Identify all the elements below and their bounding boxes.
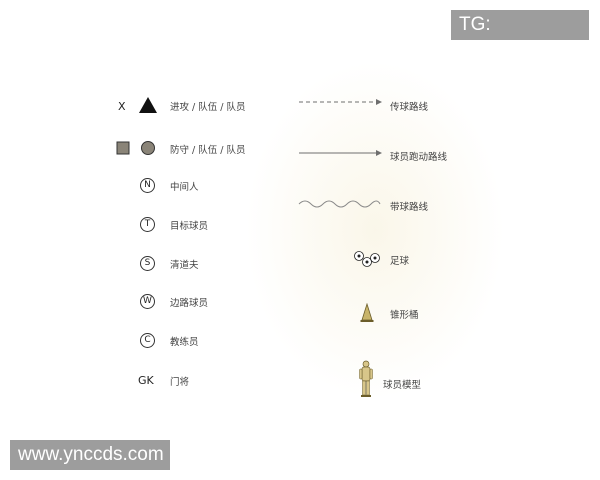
winger-label: 边路球员 xyxy=(170,298,209,309)
defense-label: 防守 / 队伍 / 队员 xyxy=(170,145,246,156)
attack-label: 进攻 / 队伍 / 队员 xyxy=(170,102,246,113)
soccer-balls-icon xyxy=(354,251,380,267)
run-route-label: 球员跑动路线 xyxy=(390,152,448,163)
mannequin-label: 球员模型 xyxy=(383,380,422,391)
circled-w-icon: W xyxy=(140,294,155,309)
watermark-top-right: TG: MYYJJPP xyxy=(451,10,589,65)
mannequin-icon xyxy=(359,360,373,397)
cone-icon xyxy=(360,303,374,322)
dashed-arrow-icon xyxy=(299,99,382,105)
circled-s-icon: S xyxy=(140,256,155,271)
circle-icon xyxy=(141,141,155,155)
goalkeeper-label: 门将 xyxy=(170,377,190,388)
gk-symbol: GK xyxy=(138,374,154,387)
coach-label: 教练员 xyxy=(170,337,199,348)
ball-label: 足球 xyxy=(390,256,410,267)
dribble-route-label: 带球路线 xyxy=(390,202,429,213)
square-icon xyxy=(116,141,130,155)
triangle-icon xyxy=(139,97,157,113)
target-player-label: 目标球员 xyxy=(170,221,209,232)
circled-c-icon: C xyxy=(140,333,155,348)
wavy-line-icon xyxy=(298,200,381,208)
attack-x-symbol: X xyxy=(118,100,126,113)
circled-n-icon: N xyxy=(140,178,155,193)
background-glow xyxy=(245,60,505,400)
circled-t-icon: T xyxy=(140,217,155,232)
solid-arrow-icon xyxy=(299,150,382,156)
cone-label: 锥形桶 xyxy=(390,310,419,321)
sweeper-label: 清道夫 xyxy=(170,260,199,271)
watermark-bottom-left: www.ynccds.com xyxy=(10,440,170,470)
pass-route-label: 传球路线 xyxy=(390,102,429,113)
middleman-label: 中间人 xyxy=(170,182,199,193)
